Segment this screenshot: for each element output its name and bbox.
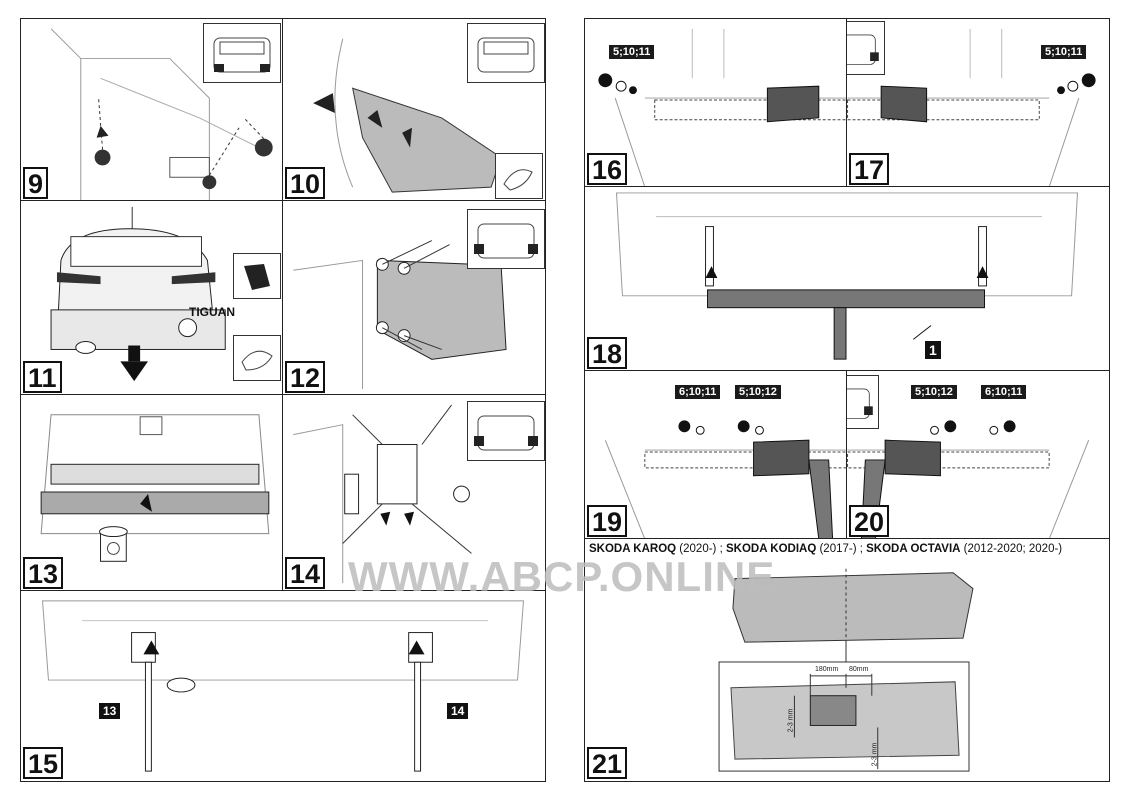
dimension-label-right: 80mm <box>849 666 869 673</box>
step-number: 21 <box>587 747 628 779</box>
step-number: 11 <box>23 361 62 393</box>
step-14-illustration <box>293 404 472 584</box>
compatible-models: SKODA KAROQ (2020-) ; SKODA KODIAQ (2017… <box>589 543 1062 555</box>
step-number: 12 <box>285 361 326 393</box>
fastener-tag: 5;10;11 <box>609 45 655 59</box>
car-rear-thumbnail <box>467 401 545 461</box>
step-10-panel: 10 <box>282 18 546 202</box>
step-15-illustration <box>41 600 525 772</box>
part-callout-14: 14 <box>447 703 469 719</box>
model-years: (2017-) ; <box>816 543 867 555</box>
car-rear-thumbnail <box>467 23 545 83</box>
step-14-panel: 14 <box>282 394 546 592</box>
step-21-panel: SKODA KAROQ (2020-) ; SKODA KODIAQ (2017… <box>584 538 1110 782</box>
step-18-panel: 1 18 <box>584 186 1110 372</box>
step-11-illustration <box>50 206 226 382</box>
model-name: SKODA KAROQ <box>589 543 677 555</box>
hand-thumbnail <box>233 335 281 381</box>
hand-detail-thumbnail <box>495 153 543 199</box>
fastener-tag-b: 5;10;12 <box>735 385 781 399</box>
step-number: 14 <box>285 557 326 589</box>
part-callout-13: 13 <box>99 703 121 719</box>
step-10-illustration <box>313 38 502 193</box>
step-20-panel: 5;10;12 6;10;11 20 <box>846 370 1110 540</box>
model-name: SKODA KODIAQ <box>725 543 817 555</box>
tool-thumbnail <box>233 253 281 299</box>
step-number: 16 <box>587 153 628 185</box>
step-13-illustration <box>40 414 270 562</box>
step-17-panel: 5;10;11 17 <box>846 18 1110 188</box>
step-number: 9 <box>23 167 49 199</box>
step-number: 18 <box>587 337 628 369</box>
step-19-panel: 6;10;11 5;10;12 19 <box>584 370 848 540</box>
car-rear-thumbnail <box>203 23 281 83</box>
step-15-panel: 13 14 15 <box>20 590 546 782</box>
step-18-illustration <box>615 192 1079 360</box>
model-years: (2012-2020; 2020-) <box>960 543 1063 555</box>
step-9-illustration <box>50 28 273 201</box>
model-years: (2020-) ; <box>676 543 726 555</box>
step-16-panel: 5;10;11 16 <box>584 18 848 188</box>
car-rear-thumbnail <box>847 375 879 429</box>
step-number: 15 <box>23 747 64 779</box>
step-12-panel: 12 <box>282 200 546 396</box>
site-watermark: WWW.ABCP.ONLINE <box>348 553 776 600</box>
step-19-illustration <box>604 420 847 539</box>
dimension-label-vertical-1: 2-3 mm <box>787 708 795 733</box>
car-rear-thumbnail <box>847 21 885 75</box>
fastener-tag: 5;10;11 <box>1041 45 1087 59</box>
step-9-panel: 9 <box>20 18 284 202</box>
step-11-panel: TIGUAN 11 <box>20 200 284 396</box>
part-ref-callout: 1 <box>925 341 941 359</box>
car-rear-thumbnail <box>467 209 545 269</box>
step-13-panel: 13 <box>20 394 284 592</box>
fastener-tag-b: 6;10;11 <box>981 385 1027 399</box>
step-number: 13 <box>23 557 64 589</box>
step-20-illustration <box>847 420 1090 539</box>
model-badge-label: TIGUAN <box>189 305 235 319</box>
fastener-tag-a: 5;10;12 <box>911 385 957 399</box>
step-number: 17 <box>849 153 890 185</box>
fastener-tag-a: 6;10;11 <box>675 385 721 399</box>
model-name: SKODA OCTAVIA <box>866 543 961 555</box>
bumper-cut-diagram <box>718 568 974 772</box>
dimension-label-vertical-2: 2-3 mm <box>871 742 879 767</box>
step-number: 19 <box>587 505 628 537</box>
dimension-label-left: 180mm <box>815 666 839 673</box>
step-17-illustration <box>847 28 1096 187</box>
step-number: 10 <box>285 167 326 199</box>
step-16-illustration <box>598 28 847 187</box>
step-number: 20 <box>849 505 890 537</box>
